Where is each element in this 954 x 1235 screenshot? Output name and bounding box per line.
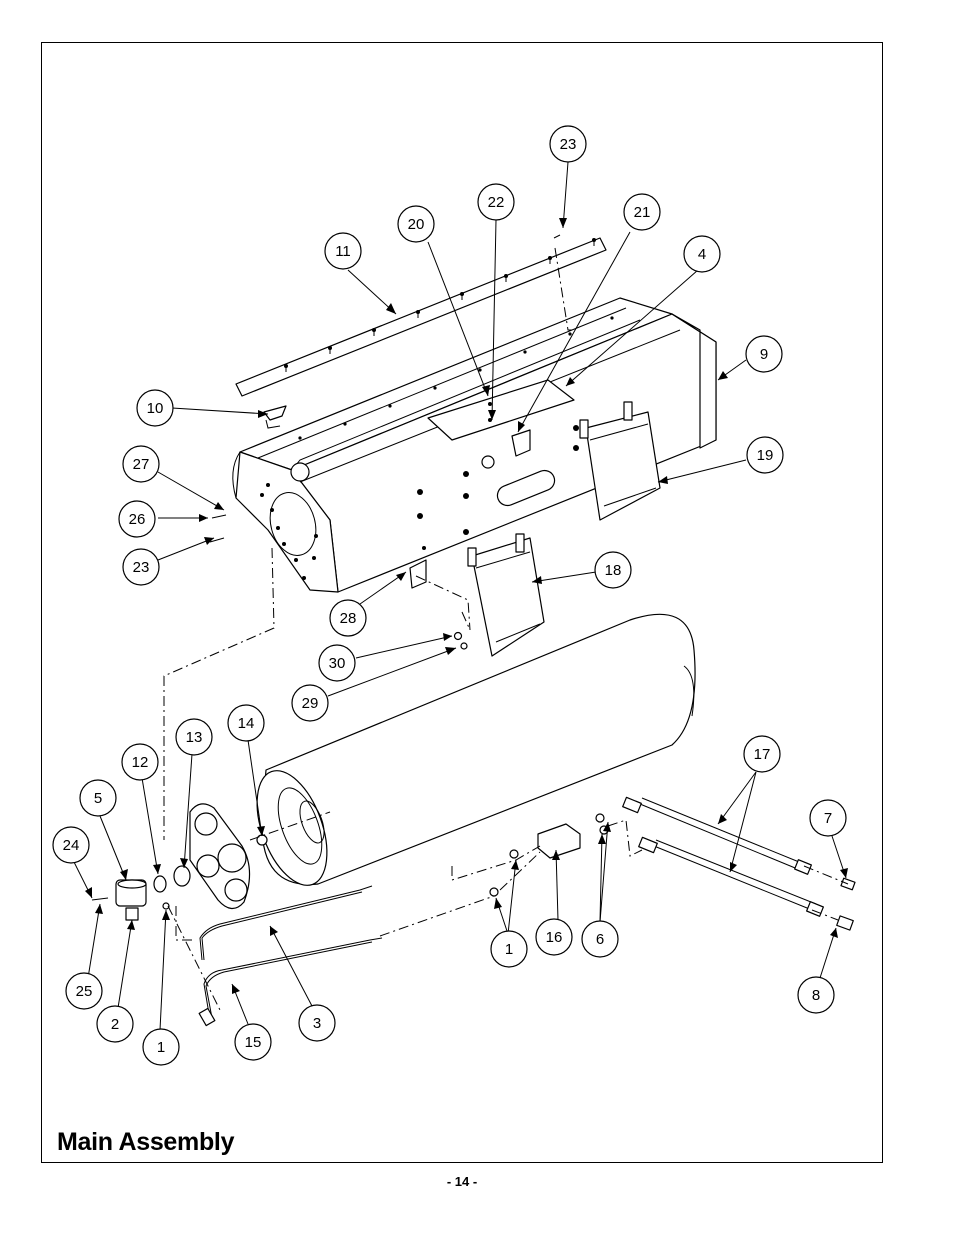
svg-text:7: 7 (824, 810, 832, 827)
svg-text:9: 9 (760, 346, 768, 363)
svg-text:3: 3 (313, 1015, 321, 1032)
callout-3: 3 (298, 1004, 336, 1042)
callout-4: 4 (683, 235, 721, 273)
svg-text:15: 15 (245, 1034, 262, 1051)
callout-19: 19 (746, 436, 784, 474)
handle-clip (263, 405, 287, 421)
callout-25: 25 (65, 972, 103, 1010)
callout-26: 26 (118, 500, 156, 538)
callout-10: 10 (136, 389, 174, 427)
roller-drum (256, 613, 696, 886)
callout-1-left: 1 (142, 1028, 180, 1066)
svg-text:2: 2 (111, 1016, 119, 1033)
svg-text:1: 1 (505, 941, 513, 958)
svg-text:23: 23 (133, 559, 150, 576)
callout-28: 28 (329, 599, 367, 637)
svg-text:6: 6 (596, 931, 604, 948)
callout-7: 7 (809, 799, 847, 837)
svg-text:22: 22 (488, 194, 505, 211)
bracket-right (579, 401, 661, 521)
valve-block (537, 823, 581, 859)
page-frame (41, 42, 883, 1163)
callout-14: 14 (227, 704, 265, 742)
callout-23-top: 23 (549, 125, 587, 163)
callout-5: 5 (79, 779, 117, 817)
callout-13: 13 (175, 718, 213, 756)
callout-2: 2 (96, 1005, 134, 1043)
hopper-body (232, 297, 717, 593)
page-number: - 14 - (446, 1174, 478, 1189)
svg-text:10: 10 (147, 400, 164, 417)
svg-text:16: 16 (546, 929, 563, 946)
callout-9: 9 (745, 335, 783, 373)
svg-text:19: 19 (757, 447, 774, 464)
callout-27: 27 (122, 445, 160, 483)
callout-23-side: 23 (122, 548, 160, 586)
svg-text:4: 4 (698, 246, 706, 263)
hose-upper (199, 885, 373, 961)
svg-text:29: 29 (302, 695, 319, 712)
svg-text:27: 27 (133, 456, 150, 473)
callout-18: 18 (594, 551, 632, 589)
hydraulic-tubes (622, 796, 824, 917)
svg-text:8: 8 (812, 987, 820, 1004)
svg-text:26: 26 (129, 511, 146, 528)
callout-17: 17 (743, 735, 781, 773)
svg-text:13: 13 (186, 729, 203, 746)
hose-lower (203, 937, 383, 1021)
svg-text:25: 25 (76, 983, 93, 1000)
svg-text:11: 11 (335, 243, 351, 260)
bracket-left (467, 533, 545, 657)
svg-text:30: 30 (329, 655, 346, 672)
svg-text:5: 5 (94, 790, 102, 807)
motor (115, 879, 147, 921)
callout-6: 6 (581, 920, 619, 958)
svg-text:17: 17 (754, 746, 771, 763)
svg-text:12: 12 (132, 754, 149, 771)
svg-text:28: 28 (340, 610, 357, 627)
svg-text:1: 1 (157, 1039, 165, 1056)
page-title: Main Assembly (57, 1128, 235, 1156)
svg-text:14: 14 (238, 715, 255, 732)
callout-20: 20 (397, 205, 435, 243)
callout-22: 22 (477, 183, 515, 221)
callout-24: 24 (52, 826, 90, 864)
latch-plate (511, 429, 531, 457)
callout-12: 12 (121, 743, 159, 781)
callout-15: 15 (234, 1023, 272, 1061)
callout-11: 11 (324, 232, 362, 270)
svg-text:24: 24 (63, 837, 80, 854)
callout-16: 16 (535, 918, 573, 956)
svg-text:18: 18 (605, 562, 622, 579)
callout-29: 29 (291, 684, 329, 722)
end-flange (189, 803, 251, 910)
callout-1-center: 1 (490, 930, 528, 968)
callout-8: 8 (797, 976, 835, 1014)
callout-30: 30 (318, 644, 356, 682)
top-strip (235, 237, 607, 397)
decal (427, 379, 575, 441)
svg-text:21: 21 (634, 204, 651, 221)
svg-text:20: 20 (408, 216, 425, 233)
svg-text:23: 23 (560, 136, 577, 153)
callout-21: 21 (623, 193, 661, 231)
